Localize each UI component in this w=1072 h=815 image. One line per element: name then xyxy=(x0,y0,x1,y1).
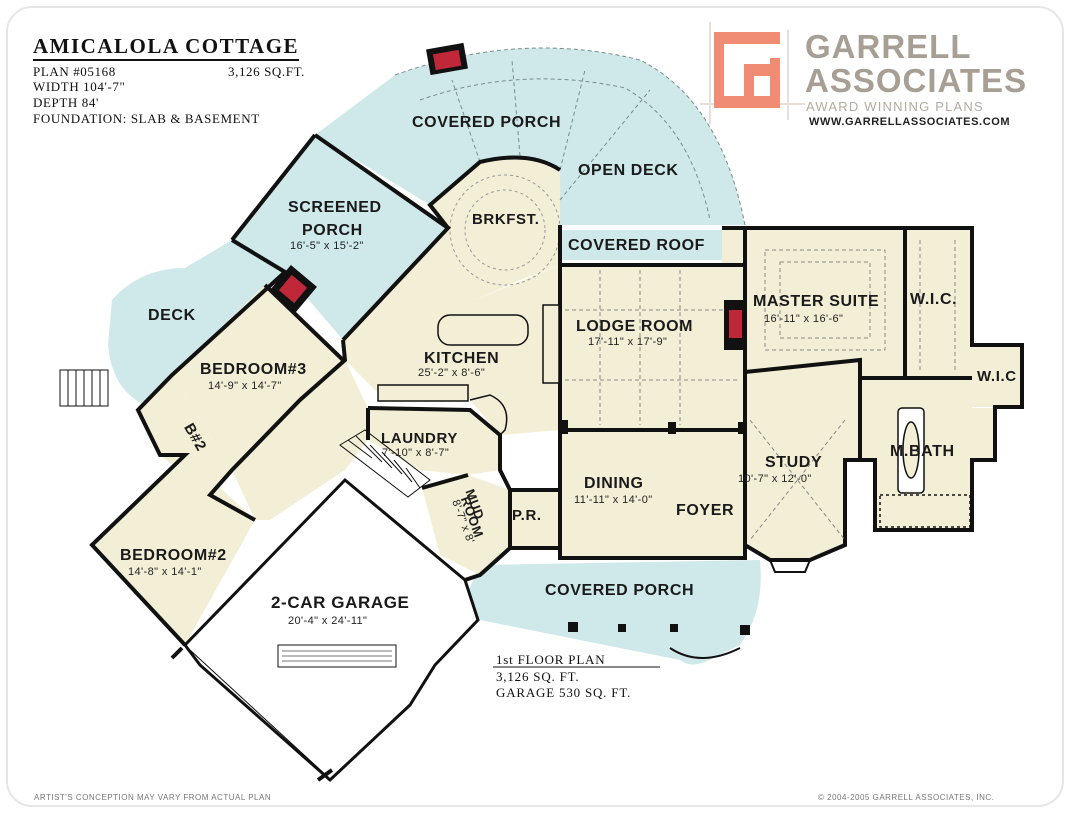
garage-area xyxy=(183,477,480,783)
label-dining: DINING xyxy=(584,475,644,492)
plan-title: AMICALOLA COTTAGE xyxy=(33,34,300,61)
footer-copyright: © 2004-2005 GARRELL ASSOCIATES, INC. xyxy=(818,793,995,802)
bedroom2-area xyxy=(92,455,255,645)
stairs xyxy=(339,429,431,498)
logo-tagline: AWARD WINNING PLANS xyxy=(806,99,984,114)
screened-porch-area xyxy=(232,135,448,340)
floor-plan-sqft: 3,126 SQ. FT. xyxy=(496,669,580,684)
hall-area xyxy=(232,360,368,520)
label-pr: P.R. xyxy=(512,507,542,524)
walls xyxy=(89,133,1024,647)
brkfst-area xyxy=(430,157,560,300)
label-covered-porch-bottom: COVERED PORCH xyxy=(545,582,694,599)
dining-area xyxy=(560,430,670,558)
plan-number: PLAN #05168 xyxy=(33,64,116,79)
plan-foundation: FOUNDATION: SLAB & BASEMENT xyxy=(33,111,260,126)
dim-lodge-room: 17'-11" x 17'-9" xyxy=(588,336,667,348)
detail-lines xyxy=(565,240,956,541)
label-garage: 2-CAR GARAGE xyxy=(271,593,410,612)
label-mbath: M.BATH xyxy=(890,443,955,460)
label-wic1: W.I.C. xyxy=(910,291,957,308)
footer-disclaimer: ARTIST'S CONCEPTION MAY VARY FROM ACTUAL… xyxy=(34,793,272,802)
dim-screened-porch: 16'-5" x 15'-2" xyxy=(290,240,364,252)
page-frame xyxy=(6,6,1064,807)
bedroom3-area xyxy=(172,285,343,470)
plan-depth: DEPTH 84' xyxy=(33,95,99,110)
label-study: STUDY xyxy=(765,454,822,471)
label-screened-porch-1: SCREENED xyxy=(288,199,382,216)
floor-plan-title: 1st FLOOR PLAN xyxy=(496,652,606,667)
dim-bedroom3: 14'-9" x 14'-7" xyxy=(208,380,282,392)
label-open-deck: OPEN DECK xyxy=(578,162,679,179)
garrell-logo-mark xyxy=(700,22,805,124)
label-covered-porch-top: COVERED PORCH xyxy=(412,114,561,131)
logo-line1: GARRELL xyxy=(805,28,972,65)
label-lodge-room: LODGE ROOM xyxy=(576,318,693,335)
label-brkfst: BRKFST. xyxy=(472,211,540,228)
porch-ring-lines xyxy=(394,47,746,226)
mbath-area xyxy=(860,378,995,530)
plan-sqft: 3,126 SQ.FT. xyxy=(228,64,306,79)
covered-roof-area xyxy=(560,230,722,260)
plan-width: WIDTH 104'-7" xyxy=(33,79,126,94)
label-kitchen: KITCHEN xyxy=(424,350,499,367)
lodge-room-area xyxy=(560,265,745,430)
label-foyer: FOYER xyxy=(676,502,734,519)
label-deck: DECK xyxy=(148,307,196,324)
dim-dining: 11'-11" x 14'-0" xyxy=(574,494,653,506)
outdoor-areas xyxy=(108,48,761,665)
dim-master-suite: 16'-11" x 16'-6" xyxy=(764,313,843,325)
label-bedroom3: BEDROOM#3 xyxy=(200,361,307,378)
wic1-area xyxy=(900,228,972,376)
label-screened-porch-2: PORCH xyxy=(302,222,363,239)
covered-porch-bottom-area xyxy=(462,560,761,665)
fireplaces xyxy=(269,42,744,350)
label-covered-roof: COVERED ROOF xyxy=(568,237,705,254)
label-wic2: W.I.C xyxy=(977,368,1017,385)
dim-bedroom2: 14'-8" x 14'-1" xyxy=(128,566,202,578)
kitchen-fixtures xyxy=(377,304,560,436)
bay-windows xyxy=(669,559,811,659)
master-suite-area xyxy=(722,228,905,378)
label-master-suite: MASTER SUITE xyxy=(753,293,879,310)
label-bedroom2: BEDROOM#2 xyxy=(120,547,227,564)
dim-laundry: 7'-10" x 8'-7" xyxy=(382,447,449,459)
covered-porch-top-area xyxy=(315,48,745,225)
logo-line2: ASSOCIATES xyxy=(805,62,1028,99)
mudroom-area xyxy=(422,475,510,575)
dim-study: 10'-7" x 12'-0" xyxy=(738,473,812,485)
label-laundry: LAUNDRY xyxy=(381,430,458,447)
dim-kitchen: 25'-2" x 8'-6" xyxy=(418,367,485,379)
master-tub xyxy=(879,407,971,528)
floor-plan-garage: GARAGE 530 SQ. FT. xyxy=(496,685,632,700)
b2-area xyxy=(138,375,232,495)
logo-url[interactable]: WWW.GARRELLASSOCIATES.COM xyxy=(809,116,1011,128)
deck-stairs xyxy=(59,369,109,407)
pr-area xyxy=(510,490,562,548)
dim-garage: 20'-4" x 24'-11" xyxy=(288,615,367,627)
porch-columns xyxy=(560,420,750,635)
foyer-area xyxy=(670,430,745,558)
deck-area xyxy=(108,240,285,405)
wic2-area xyxy=(972,345,1022,407)
